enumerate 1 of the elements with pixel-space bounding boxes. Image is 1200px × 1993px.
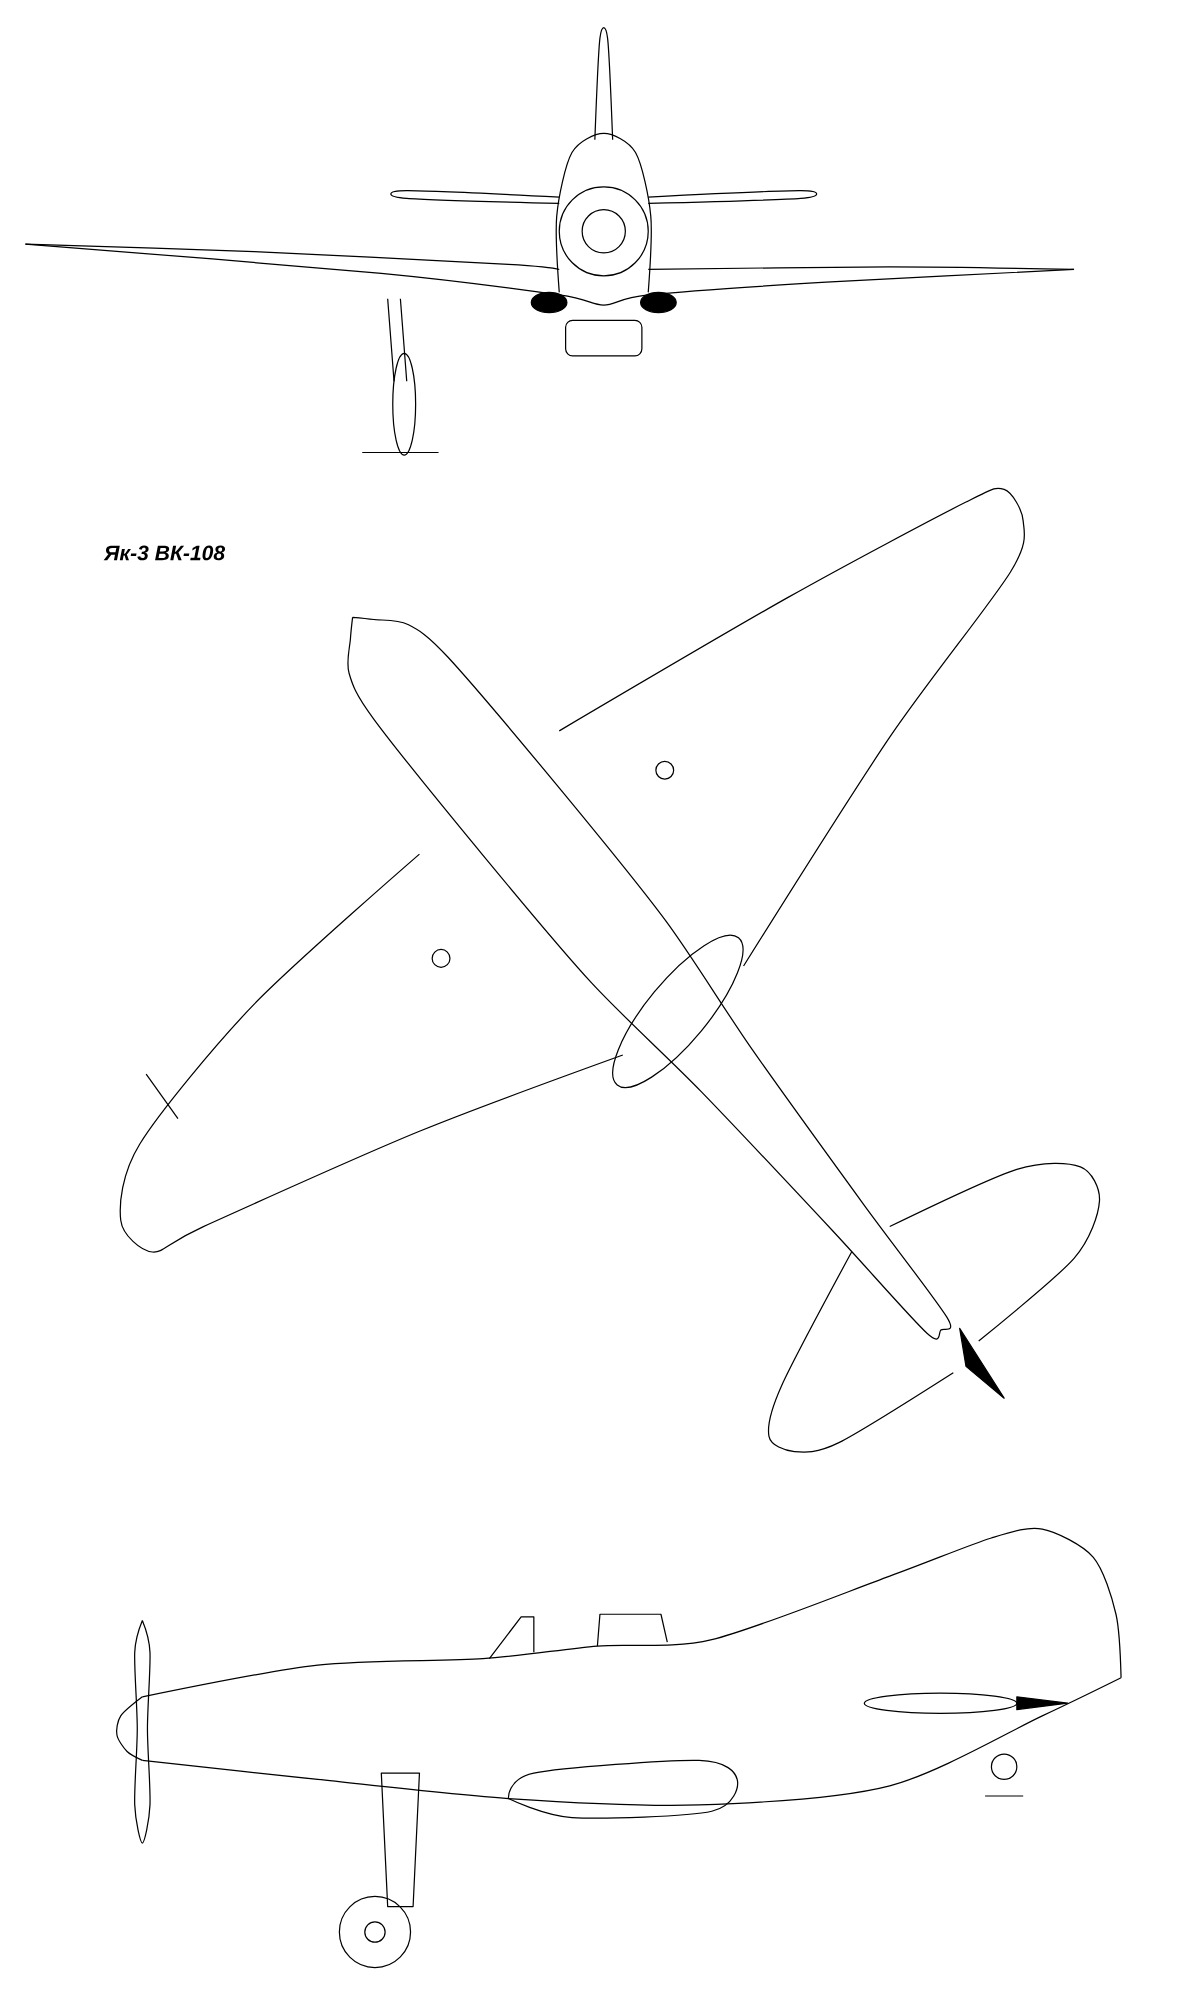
- view-title: Як-3 ВК-108: [103, 545, 226, 561]
